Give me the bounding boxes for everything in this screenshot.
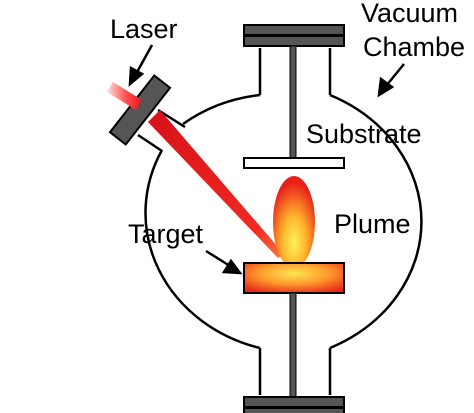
chamber-wall-right [329,93,423,350]
label-substrate: Substrate [306,119,422,149]
vacuum-chamber [144,48,423,395]
top-flange [243,24,345,36]
label-chamber: Chambe [363,32,465,62]
label-vacuum: Vacuum [361,0,458,28]
laser-port-wall-upper [157,108,186,129]
laser-beam [148,110,284,258]
substrate-rod [289,45,297,159]
label-plume: Plume [334,209,411,239]
plume [273,176,315,268]
target-arrow-head [221,258,243,275]
bottom-flange-lower [243,407,345,413]
laser-port-wall-lower [137,133,163,153]
substrate [243,157,345,169]
vacuum-arrow-line [385,63,405,87]
bottom-flange [243,396,345,408]
target-arrow-line [205,249,231,268]
laser-arrow-head [128,65,145,87]
chamber-wall-left-lower [144,149,261,350]
chamber-wall-left-upper [182,93,261,126]
target-rod [289,292,297,398]
arrows [128,44,405,275]
laser-arrow-line [134,44,154,75]
incoming-laser-beam [107,82,142,110]
top-flange-lower [243,35,345,47]
label-target: Target [128,219,204,249]
target [243,262,345,294]
vacuum-arrow-head [377,76,395,98]
laser-port [137,108,186,153]
label-laser: Laser [110,14,178,44]
